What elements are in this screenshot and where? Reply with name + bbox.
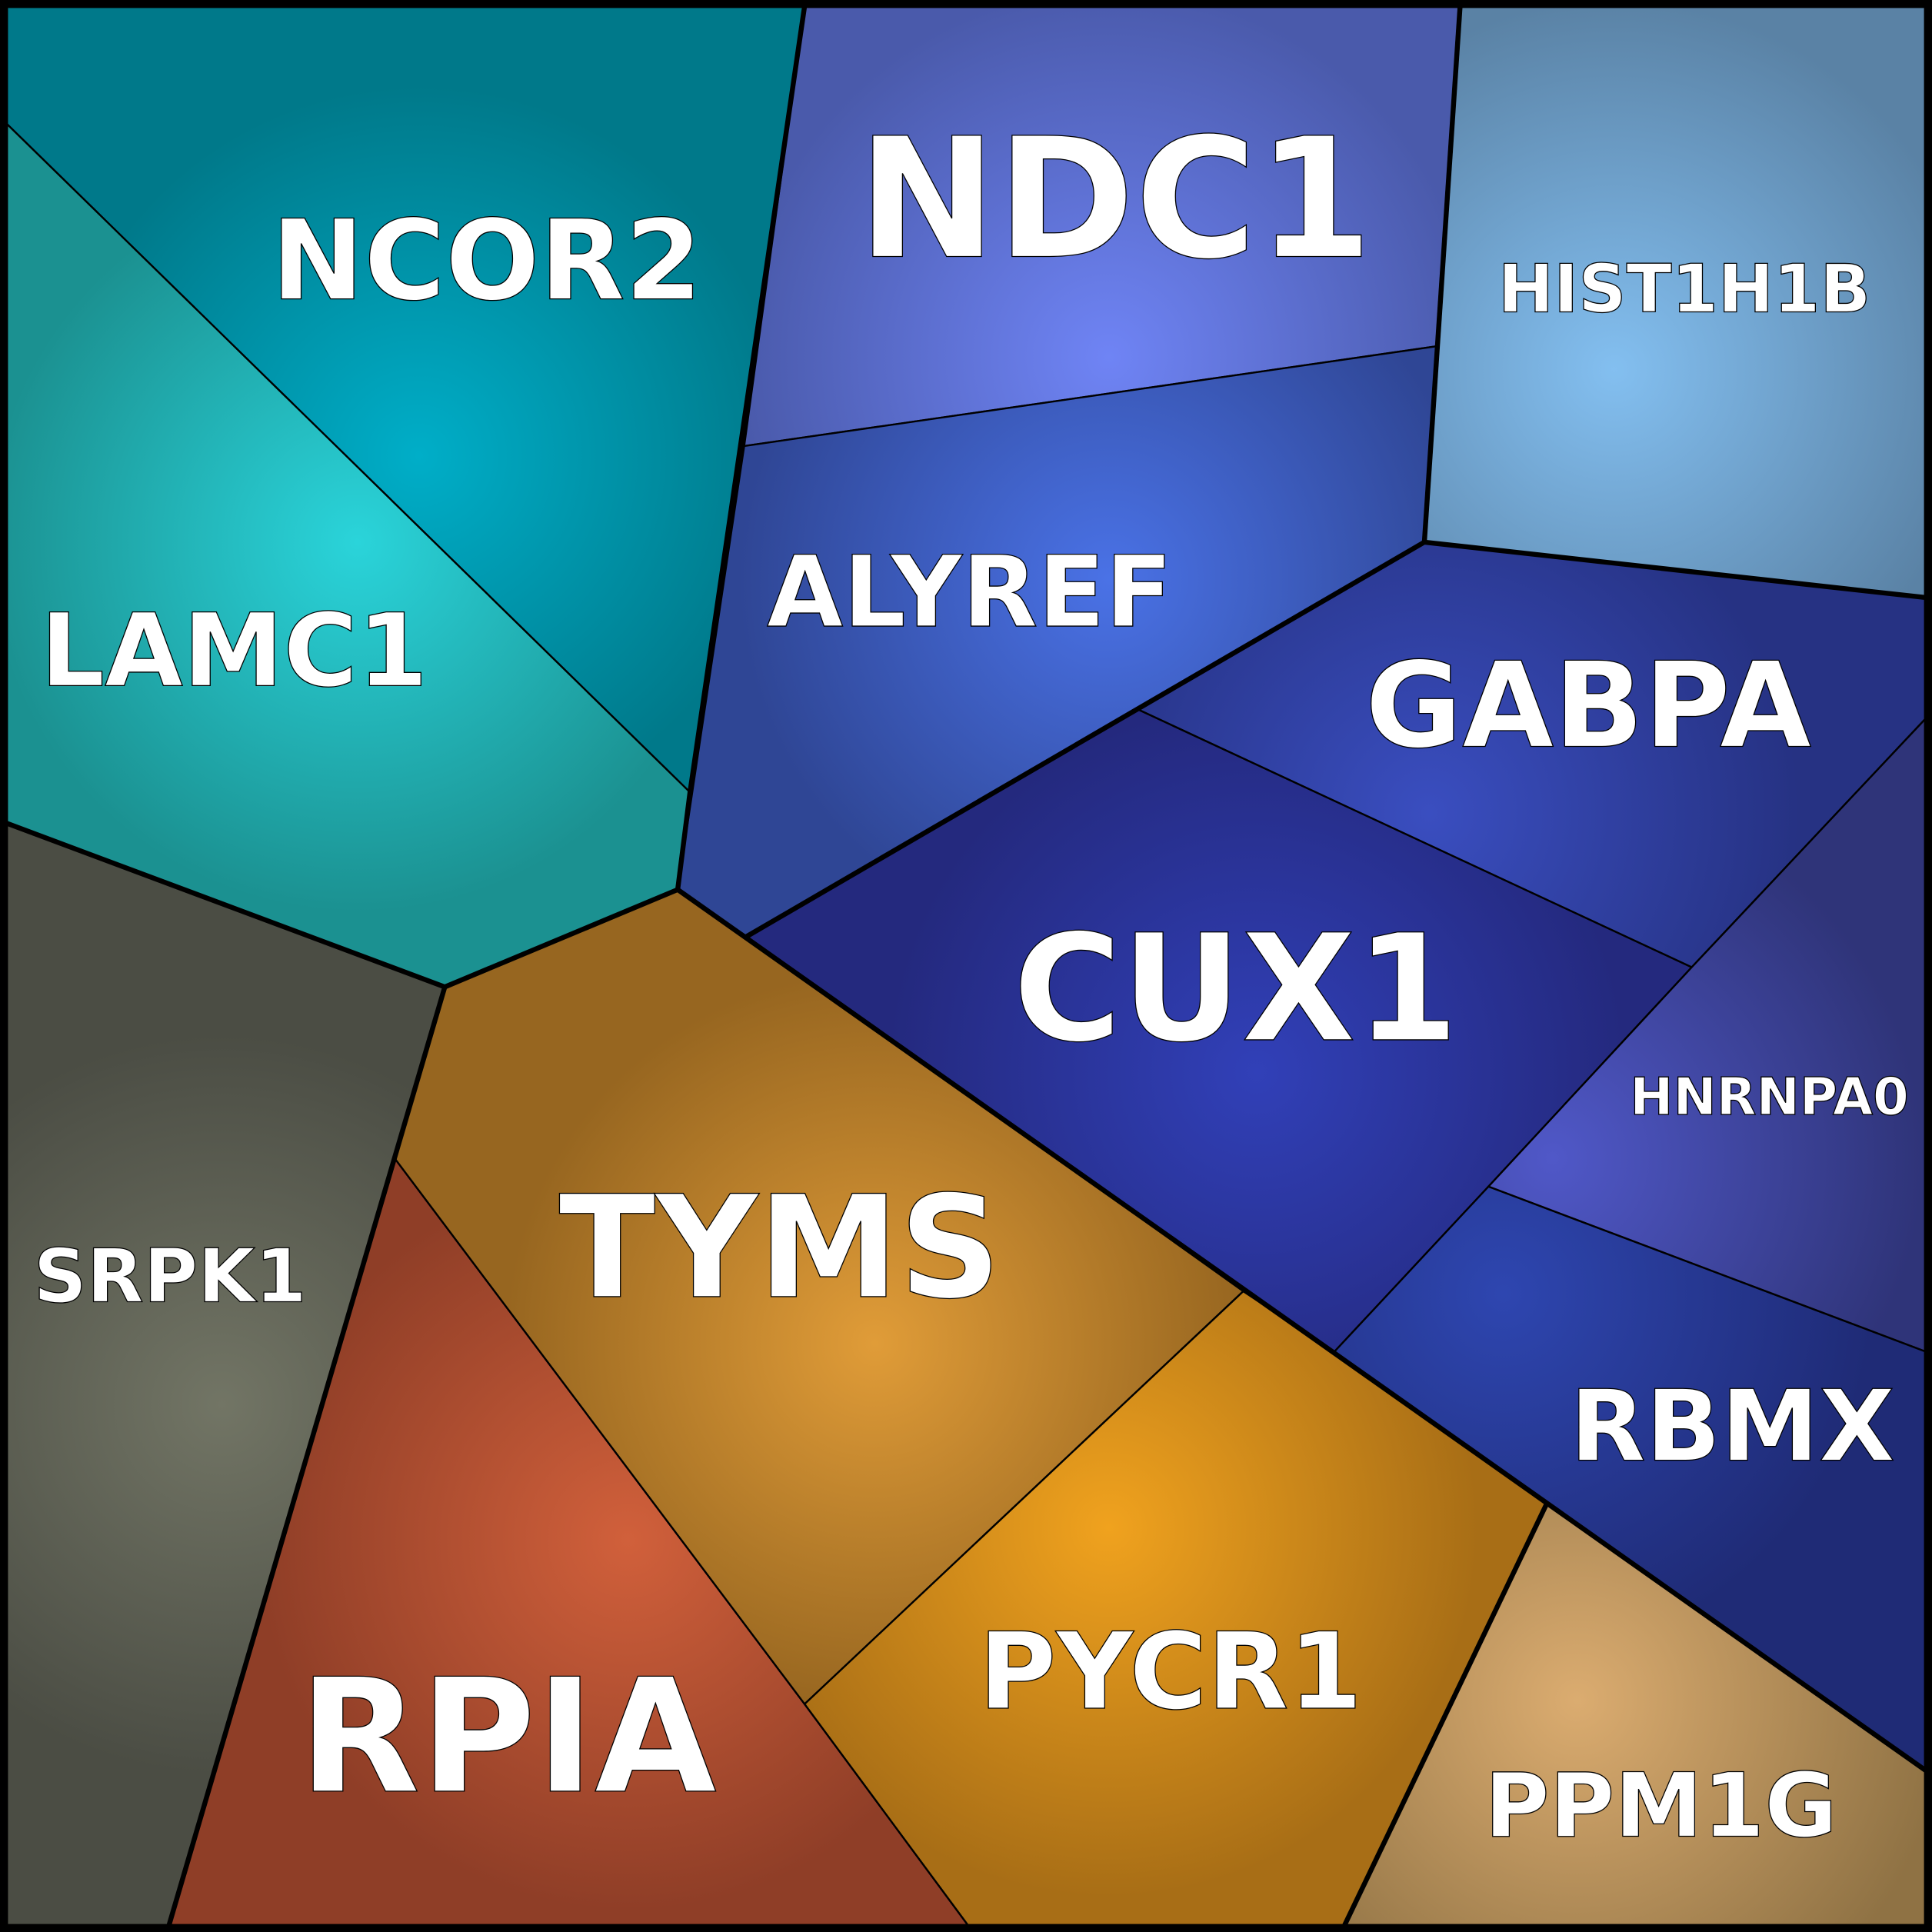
label-gabpa: GABPA: [1365, 637, 1811, 774]
group-borders: [5, 5, 1927, 1927]
label-tyms: TYMS: [559, 1166, 1001, 1331]
label-ndc1: NDC1: [858, 103, 1373, 297]
label-cux1: CUX1: [1013, 904, 1458, 1075]
label-lamc1: LAMC1: [40, 591, 428, 709]
label-rbmx: RBMX: [1570, 1370, 1895, 1484]
label-pycr1: PYCR1: [979, 1611, 1363, 1734]
label-hnrnpa0: HNRNPA0: [1630, 1067, 1909, 1127]
label-ncor2: NCOR2: [271, 197, 702, 326]
label-rpia: RPIA: [298, 1646, 716, 1829]
label-ppm1g: PPM1G: [1484, 1755, 1837, 1858]
label-alyref: ALYREF: [767, 535, 1172, 650]
label-hist1h1b: HIST1H1B: [1498, 251, 1871, 328]
label-srpk1: SRPK1: [34, 1234, 307, 1320]
